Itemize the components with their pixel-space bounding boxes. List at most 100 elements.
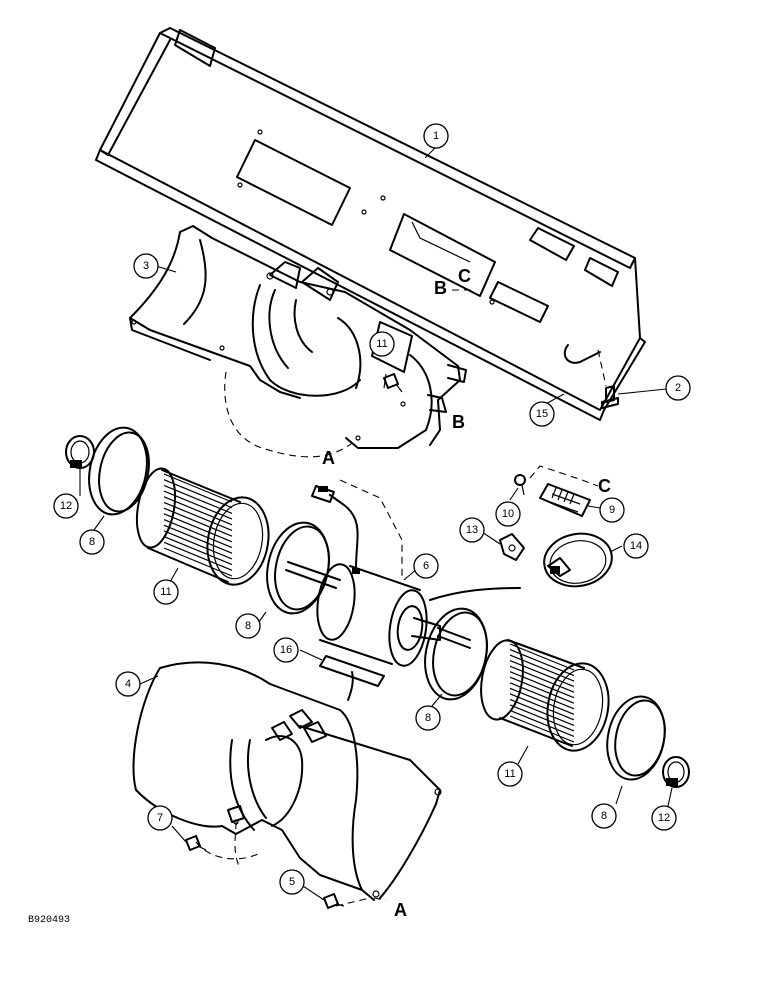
callout-8-left-inner: 8 bbox=[235, 613, 261, 639]
callout-14: 14 bbox=[623, 533, 649, 559]
svg-text:15: 15 bbox=[536, 408, 548, 420]
ref-letter-b-top: B bbox=[434, 278, 447, 298]
ref-letter-c-right: C bbox=[598, 476, 611, 496]
callout-12-right: 12 bbox=[651, 805, 677, 831]
svg-text:10: 10 bbox=[502, 508, 514, 520]
screw-2 bbox=[601, 385, 619, 409]
housing-cover bbox=[95, 27, 646, 421]
svg-text:7: 7 bbox=[157, 812, 163, 824]
blade bbox=[163, 473, 233, 503]
callout-9: 9 bbox=[599, 497, 625, 523]
resistor bbox=[539, 483, 591, 517]
svg-text:13: 13 bbox=[466, 524, 478, 536]
ring-right-outer bbox=[606, 695, 666, 781]
scroll-housing bbox=[132, 661, 442, 901]
svg-text:11: 11 bbox=[376, 338, 387, 350]
screw-7 bbox=[185, 835, 207, 851]
callout-11-housing: 11 bbox=[369, 331, 395, 357]
blower-motor bbox=[285, 485, 471, 667]
svg-text:3: 3 bbox=[143, 260, 149, 272]
housing-screw bbox=[383, 373, 403, 393]
foam-strip bbox=[319, 655, 385, 687]
svg-text:9: 9 bbox=[609, 504, 615, 516]
callout-2: 2 bbox=[665, 375, 691, 401]
blade bbox=[509, 709, 575, 738]
callout-10: 10 bbox=[495, 501, 521, 527]
blade bbox=[509, 682, 575, 710]
screw-10 bbox=[514, 474, 526, 496]
blade bbox=[509, 715, 575, 743]
callout-12-left: 12 bbox=[53, 493, 79, 519]
svg-text:11: 11 bbox=[504, 768, 515, 780]
blade bbox=[163, 513, 233, 543]
callout-6: 6 bbox=[413, 553, 439, 579]
callout-5: 5 bbox=[279, 869, 305, 895]
blade bbox=[163, 484, 233, 514]
blade bbox=[509, 671, 575, 699]
blade bbox=[509, 687, 575, 715]
ring-right-inner bbox=[424, 607, 488, 701]
svg-text:12: 12 bbox=[60, 500, 72, 512]
callout-8-left-outer: 8 bbox=[79, 529, 105, 555]
svg-text:5: 5 bbox=[289, 876, 295, 888]
blower-wheel-right bbox=[480, 639, 610, 752]
callout-15: 15 bbox=[529, 401, 555, 427]
blade bbox=[163, 479, 233, 509]
svg-text:11: 11 bbox=[160, 586, 171, 598]
ref-letter-c-top: C bbox=[458, 266, 471, 286]
callout-7: 7 bbox=[147, 805, 173, 831]
svg-text:16: 16 bbox=[280, 644, 292, 656]
clamp-right bbox=[662, 756, 690, 788]
blade bbox=[163, 530, 233, 560]
svg-text:8: 8 bbox=[89, 536, 95, 548]
blade bbox=[509, 693, 575, 721]
blade bbox=[509, 698, 575, 726]
blade bbox=[163, 507, 233, 537]
svg-text:4: 4 bbox=[125, 678, 131, 690]
blade bbox=[163, 524, 233, 554]
callout-16: 16 bbox=[273, 637, 299, 663]
callout-11-wheel-right: 11 bbox=[497, 761, 523, 787]
blade bbox=[163, 490, 233, 520]
alignment-lines bbox=[195, 289, 607, 907]
ref-letter-a-top: A bbox=[322, 448, 335, 468]
ring-left-outer bbox=[88, 426, 150, 516]
ref-letter-b-right: B bbox=[452, 412, 465, 432]
blade bbox=[509, 648, 575, 677]
svg-text:8: 8 bbox=[601, 810, 607, 822]
callout-13: 13 bbox=[459, 517, 485, 543]
screw-5 bbox=[323, 893, 345, 909]
callout-4: 4 bbox=[115, 671, 141, 697]
blade bbox=[509, 665, 575, 693]
lower-housing bbox=[129, 225, 467, 449]
hose-clamp bbox=[543, 532, 613, 588]
blade bbox=[163, 541, 233, 571]
svg-text:8: 8 bbox=[245, 620, 251, 632]
callout-leaders bbox=[79, 147, 677, 901]
blade bbox=[163, 547, 233, 577]
callout-11-wheel-left: 11 bbox=[153, 579, 179, 605]
callout-1: 1 bbox=[423, 123, 449, 149]
blade bbox=[163, 518, 233, 549]
callout-3: 3 bbox=[133, 253, 159, 279]
svg-text:14: 14 bbox=[630, 540, 642, 552]
bracket-13 bbox=[499, 533, 525, 561]
ring-left-inner bbox=[266, 521, 330, 615]
clamp-left bbox=[65, 435, 95, 469]
ref-letter-a-bottom: A bbox=[394, 900, 407, 920]
callout-8-right-outer: 8 bbox=[591, 803, 617, 829]
blade bbox=[163, 536, 233, 566]
blade bbox=[509, 643, 575, 671]
blade bbox=[163, 496, 233, 526]
blade bbox=[509, 654, 575, 682]
svg-text:12: 12 bbox=[658, 812, 670, 824]
blade bbox=[509, 704, 575, 732]
figure-id: B920493 bbox=[28, 915, 70, 926]
callout-8-right-inner: 8 bbox=[415, 705, 441, 731]
svg-text:1: 1 bbox=[433, 130, 439, 142]
blower-wheel-left bbox=[135, 467, 270, 586]
duct-curve bbox=[429, 587, 521, 601]
blade bbox=[163, 501, 233, 532]
svg-text:2: 2 bbox=[675, 382, 681, 394]
